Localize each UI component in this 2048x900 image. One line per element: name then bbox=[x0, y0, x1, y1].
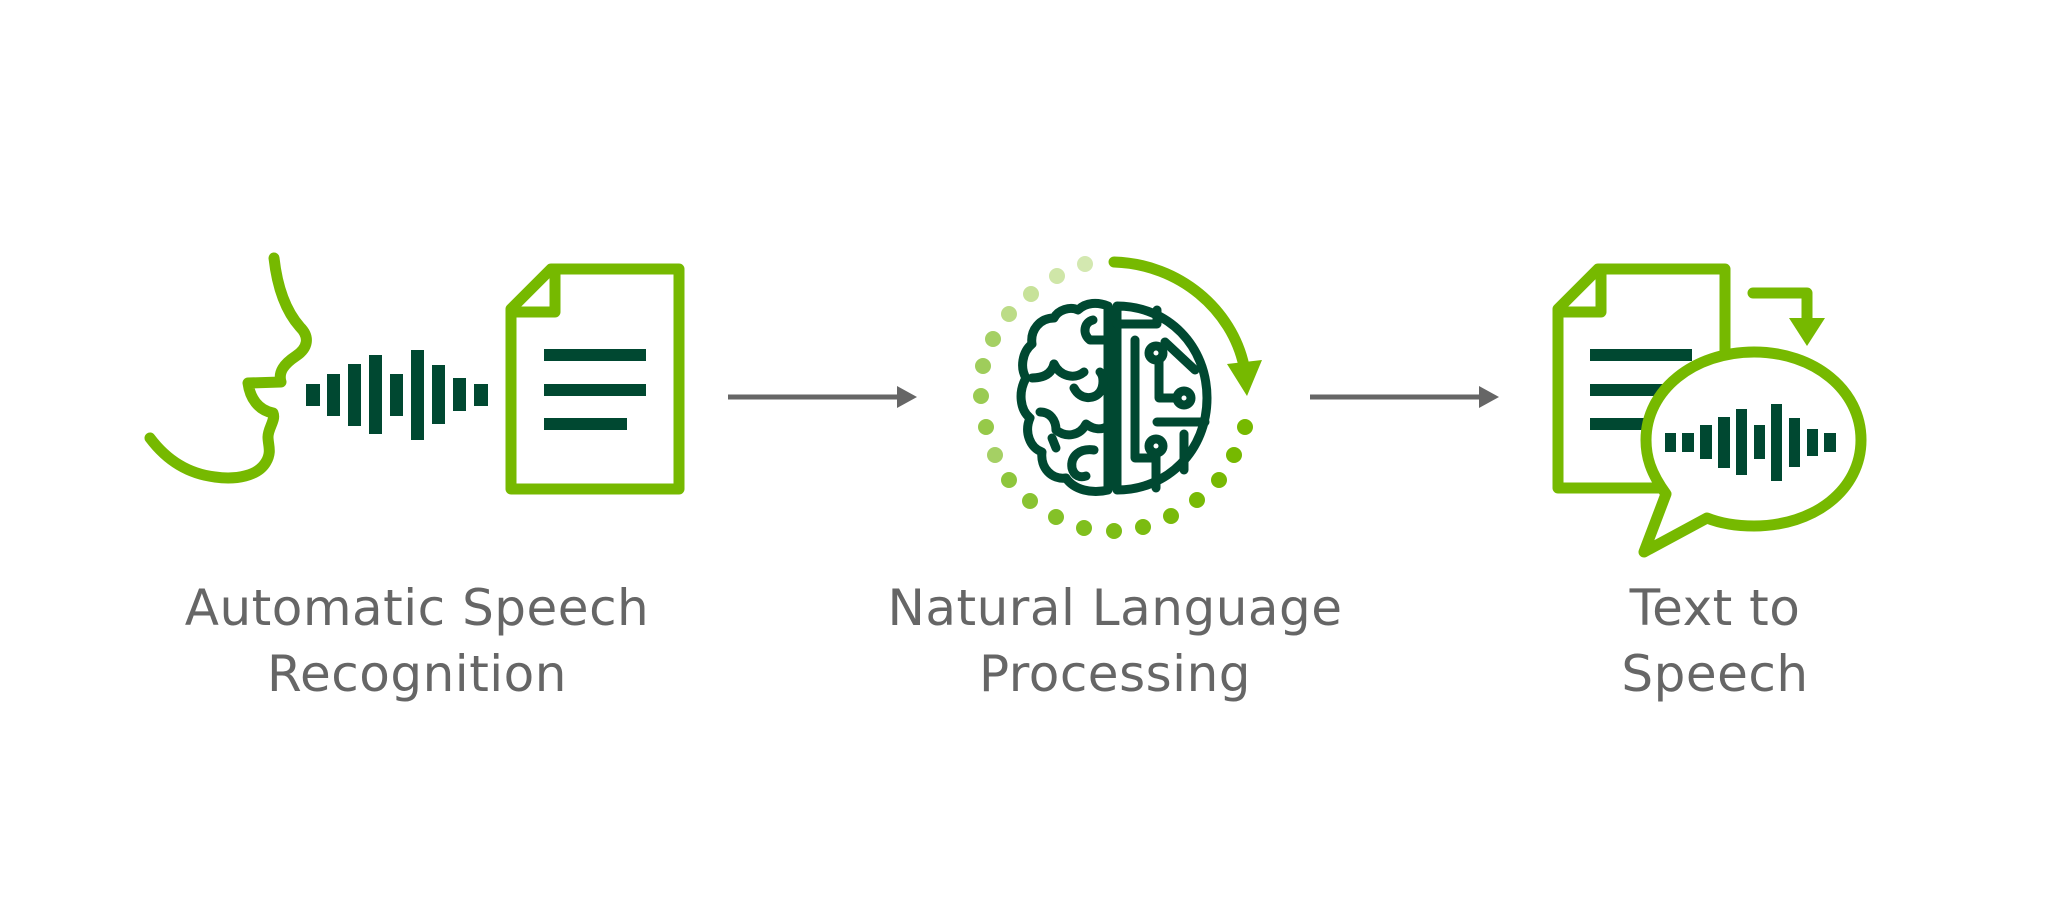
sound-wave-icon bbox=[306, 350, 488, 440]
brain-icon bbox=[1016, 298, 1212, 496]
document-to-speech-bubble-icon bbox=[1552, 263, 1867, 558]
asr-icon bbox=[144, 252, 685, 495]
speech-bubble-icon bbox=[1638, 346, 1867, 558]
step-label-line2: Speech bbox=[1621, 645, 1809, 703]
cycle-arrow-icon bbox=[1108, 256, 1250, 372]
dotted-cycle-ring bbox=[973, 256, 1253, 539]
step-label-line1: Natural Language bbox=[887, 579, 1343, 637]
step-label-line1: Text to bbox=[1629, 579, 1801, 637]
step-label-asr: Automatic Speech Recognition bbox=[157, 575, 677, 707]
document-icon bbox=[505, 263, 685, 495]
step-label-nlp: Natural Language Processing bbox=[855, 575, 1375, 707]
step-label-line1: Automatic Speech bbox=[184, 579, 650, 637]
step-label-tts: Text to Speech bbox=[1555, 575, 1875, 707]
sound-wave-icon bbox=[1665, 404, 1836, 481]
brain-circuit-cycle-icon bbox=[973, 256, 1262, 539]
arrow-right-icon bbox=[728, 386, 917, 408]
step-label-line2: Processing bbox=[979, 645, 1251, 703]
arrow-right-icon bbox=[1310, 386, 1499, 408]
face-profile-icon bbox=[144, 252, 312, 484]
step-label-line2: Recognition bbox=[267, 645, 567, 703]
bent-arrow-down-icon bbox=[1747, 287, 1825, 346]
